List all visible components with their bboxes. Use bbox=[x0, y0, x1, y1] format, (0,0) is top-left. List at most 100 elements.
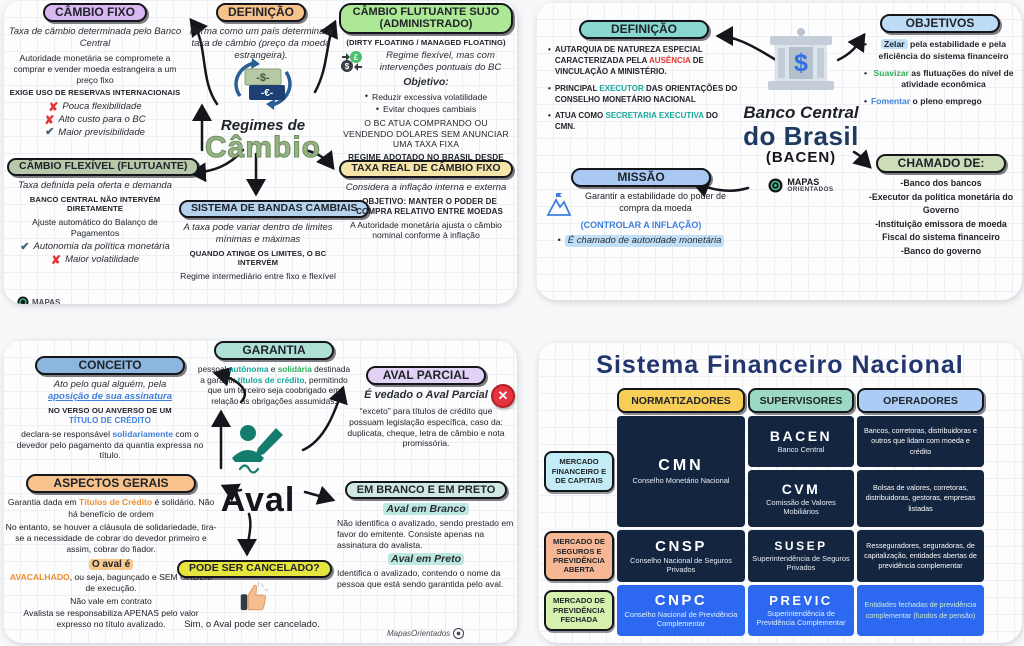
text-line: Não vale em contrato bbox=[70, 595, 152, 606]
text-line: Identifica o avalizado, contendo o nome … bbox=[337, 567, 504, 589]
map-title-line2: Câmbio bbox=[204, 131, 321, 164]
sigla: CNPC bbox=[654, 592, 708, 610]
logo-icon bbox=[768, 178, 783, 193]
diagram-sistema-financeiro-nacional: Sistema Financeiro Nacional NORMATIZADOR… bbox=[538, 342, 1022, 643]
logo-icon bbox=[17, 296, 29, 304]
col-header-normatizadores: NORMATIZADORES bbox=[617, 388, 745, 413]
box-taxa-real: TAXA REAL DE CÂMBIO FIXO Considera a inf… bbox=[337, 158, 515, 244]
text-line: Suavizar as flutuações do nível de ativi… bbox=[873, 67, 1014, 89]
box-definicao: DEFINIÇÃO Forma como um país determina a… bbox=[187, 3, 335, 65]
box-header-garantia: GARANTIA bbox=[214, 341, 334, 361]
text-line: declara-se responsável solidariamente co… bbox=[16, 428, 204, 461]
box-header-taxa-real: TAXA REAL DE CÂMBIO FIXO bbox=[339, 160, 513, 178]
bullet-item: •Reduzir excessiva volatilidade bbox=[339, 91, 513, 102]
bullet: • bbox=[864, 96, 868, 107]
cell-cnpc: CNPC Conselho Nacional de Previdência Co… bbox=[617, 585, 745, 636]
mountain-flag-icon bbox=[546, 193, 572, 217]
text-line: “exceto” para títulos de crédito que pos… bbox=[347, 406, 505, 449]
watermark-mapasorientados: MapasOrientados bbox=[387, 628, 465, 639]
box-aspectos-gerais: ASPECTOS GERAIS Garantia dada em Títulos… bbox=[5, 474, 217, 631]
row: Garantir a estabilidade do poder de comp… bbox=[546, 191, 736, 217]
svg-text:£: £ bbox=[354, 53, 359, 62]
box-aval-parcial: AVAL PARCIAL ✕ É vedado o Aval Parcial “… bbox=[341, 366, 515, 452]
header-wrap: EM BRANCO E EM PRETO bbox=[337, 480, 515, 500]
text-line: Alto custo para o BC bbox=[58, 114, 146, 126]
cell-cnsp: CNSP Conselho Nacional de Seguros Privad… bbox=[617, 530, 745, 582]
text-line: O aval é bbox=[5, 558, 217, 571]
sfn-table: NORMATIZADORES SUPERVISORES OPERADORES M… bbox=[544, 388, 990, 636]
nome: Conselho Monetário Nacional bbox=[632, 476, 730, 486]
bank-icon: $ bbox=[768, 28, 834, 90]
text-line: No entanto, se houver a cláusula de soli… bbox=[5, 521, 217, 555]
col-header-wrap: SUPERVISORES bbox=[748, 388, 854, 413]
text-line: Aval em Preto bbox=[337, 552, 515, 566]
text-line: PRINCIPAL EXECUTOR DAS ORIENTAÇÕES DO CO… bbox=[554, 83, 738, 104]
text-line: QUANDO ATINGE OS LIMITES, O BC INTERVÉM bbox=[189, 248, 327, 268]
thumbs-up-icon bbox=[240, 582, 269, 610]
x-icon: ✘ bbox=[48, 100, 59, 115]
forbidden-x-icon: ✕ bbox=[491, 384, 515, 408]
nome: Superintendência de Seguros Privados bbox=[752, 554, 850, 572]
text-line: AUTARQUIA DE NATUREZA ESPECIAL CARACTERI… bbox=[554, 45, 704, 77]
coins-exchange-icon: £ $ bbox=[341, 51, 362, 73]
col-header-wrap: OPERADORES bbox=[857, 388, 984, 413]
text-line: Fiscal do sistema financeiro bbox=[882, 232, 1000, 243]
box-objetivos: OBJETIVOS •Zelar pela estabilidade e pel… bbox=[864, 14, 1016, 113]
text-line: Fomentar o pleno emprego bbox=[871, 96, 982, 107]
text-line: Regime flexível, mas com intervenções po… bbox=[379, 50, 502, 74]
x-icon: ✘ bbox=[51, 253, 62, 268]
bullet: • bbox=[548, 83, 551, 93]
bullet: • bbox=[864, 67, 868, 78]
text-line: Aval em Branco bbox=[337, 503, 515, 516]
check-icon: ✔ bbox=[45, 126, 55, 139]
mindmap-banco-central: DEFINIÇÃO •AUTARQUIA DE NATUREZA ESPECIA… bbox=[536, 2, 1022, 300]
nome: Conselho Nacional de Previdência Complem… bbox=[624, 610, 738, 628]
cell-susep: SUSEP Superintendência de Seguros Privad… bbox=[748, 530, 854, 582]
text-line: TÍTULO DE CRÉDITO bbox=[69, 415, 151, 425]
box-body: Taxa de câmbio determinada pelo Banco Ce… bbox=[7, 26, 183, 138]
con-item: ✘Alto custo para o BC bbox=[7, 114, 183, 126]
box-header-branco-preto: EM BRANCO E EM PRETO bbox=[344, 481, 508, 500]
text-line: aposição de sua assinatura bbox=[47, 391, 173, 403]
box-flutuante-sujo: CÂMBIO FLUTUANTE SUJO (ADMINISTRADO) (DI… bbox=[339, 3, 513, 177]
text-line: EXIGE USO DE RESERVAS INTERNACIONAIS bbox=[9, 88, 181, 98]
bullet: • bbox=[375, 103, 379, 114]
svg-text:-$-: -$- bbox=[256, 72, 270, 84]
box-header-definicao: DEFINIÇÃO bbox=[216, 3, 306, 23]
sigla: CNSP bbox=[655, 537, 707, 555]
sigla: CMN bbox=[658, 457, 704, 475]
bullet-item: • Suavizar as flutuações do nível de ativ… bbox=[864, 68, 1016, 90]
box-bacen-definicao: DEFINIÇÃO •AUTARQUIA DE NATUREZA ESPECIA… bbox=[548, 20, 740, 139]
text-line: Garantia dada em Títulos de Crédito é so… bbox=[7, 497, 215, 519]
con-item: ✘Maior volatilidade bbox=[7, 254, 183, 266]
row-label-seguros: MERCADO DE SEGUROS E PREVIDÊNCIA ABERTA bbox=[544, 531, 614, 581]
cell-operadores-fundos: Entidades fechadas de previdência comple… bbox=[857, 585, 984, 636]
cell-cmn: CMN Conselho Monetário Nacional bbox=[617, 416, 745, 527]
title-do-brasil: do Brasil bbox=[743, 121, 859, 151]
col-header-wrap: NORMATIZADORES bbox=[617, 388, 745, 413]
box-em-branco-em-preto: EM BRANCO E EM PRETO Aval em Branco Não … bbox=[337, 480, 515, 590]
bullet-item: •PRINCIPAL EXECUTOR DAS ORIENTAÇÕES DO C… bbox=[548, 84, 740, 106]
person-signing-icon bbox=[232, 425, 283, 474]
text-line: A taxa pode variar dentro de limites mín… bbox=[183, 221, 333, 245]
center-title-aval: Aval bbox=[203, 424, 313, 520]
text-line: Objetivo: bbox=[403, 76, 449, 89]
box-header-flutuante-sujo: CÂMBIO FLUTUANTE SUJO (ADMINISTRADO) bbox=[339, 3, 513, 34]
box-garantia: GARANTIA pessoal autônoma e solidária de… bbox=[195, 341, 353, 406]
text-line: Autonomia da política monetária bbox=[33, 241, 170, 253]
bullet: • bbox=[548, 111, 551, 121]
text-line: Não identifica o avalizado, sendo presta… bbox=[337, 518, 514, 550]
bullet: • bbox=[364, 91, 369, 102]
bullet: • bbox=[557, 235, 561, 245]
sigla: PREVIC bbox=[769, 593, 833, 609]
thumb-wrap bbox=[177, 582, 327, 617]
text-line: Avalista se responsabiliza APENAS pelo v… bbox=[23, 607, 199, 629]
title-bacen-sigla: (BACEN) bbox=[765, 149, 837, 166]
text-line: Maior volatilidade bbox=[65, 254, 139, 266]
box-missao: MISSÃO Garantir a estabilidade do poder … bbox=[546, 168, 736, 248]
con-item: ✘Pouca flexibilidade bbox=[7, 101, 183, 113]
bullet-item: •OBJETIVO: MANTER O PODER DE COMPRA RELA… bbox=[337, 197, 515, 217]
text-line: BANCO CENTRAL NÃO INTERVÉM DIRETAMENTE bbox=[29, 194, 161, 214]
svg-text:-€-: -€- bbox=[261, 88, 273, 99]
